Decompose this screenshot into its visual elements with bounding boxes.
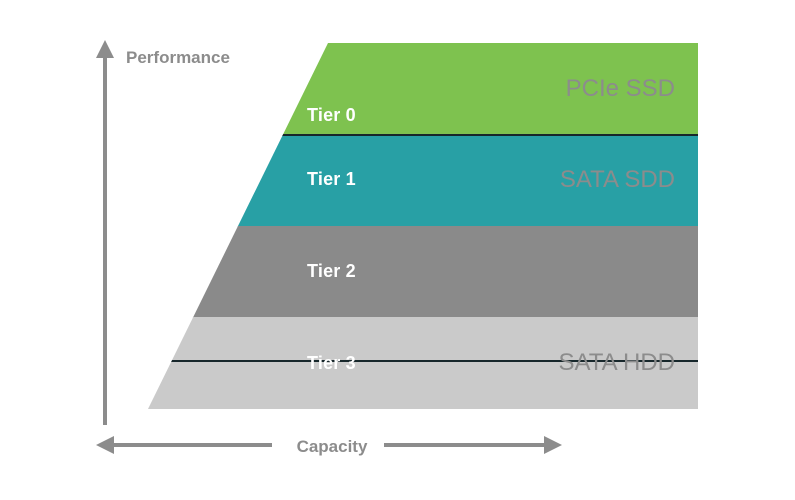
tier-band-3: [148, 317, 698, 409]
performance-axis-label: Performance: [126, 48, 230, 67]
tier-band-2: [148, 226, 698, 318]
capacity-axis-line-right: [384, 443, 544, 447]
tier-3-label: Tier 3: [307, 353, 356, 373]
capacity-arrow-right-icon: [544, 436, 562, 454]
tier-0-media-label: PCIe SSD: [565, 75, 675, 102]
capacity-axis-line-left: [114, 443, 272, 447]
capacity-axis-label: Capacity: [296, 437, 368, 456]
tier-3-media-label: SATA HDD: [558, 349, 675, 376]
performance-arrow-up-icon: [96, 40, 114, 58]
tier-1-media-label: SATA SDD: [559, 166, 675, 193]
tier-1-label: Tier 1: [307, 169, 356, 189]
tier-0-label: Tier 0: [307, 105, 356, 125]
capacity-arrow-left-icon: [96, 436, 114, 454]
band-separator: [148, 360, 698, 362]
band-separator: [148, 134, 698, 136]
performance-axis-line: [103, 56, 107, 425]
tier-pyramid: [148, 43, 698, 409]
tier-2-label: Tier 2: [307, 261, 356, 281]
